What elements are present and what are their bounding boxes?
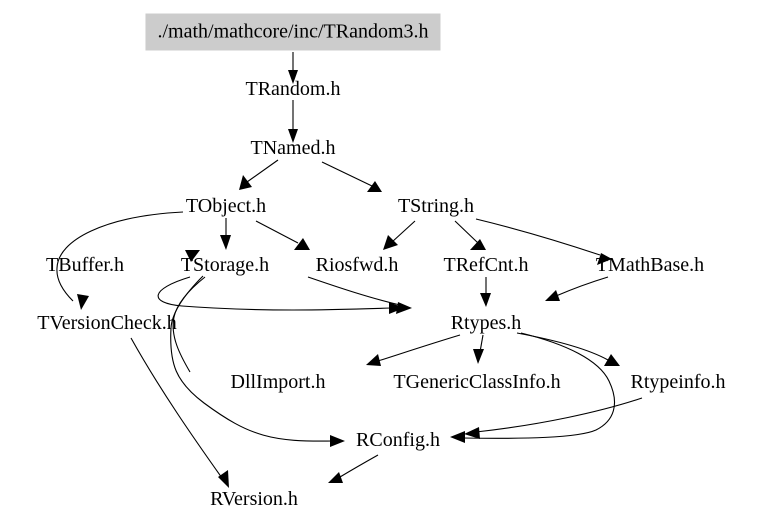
arrowhead-tstorage-to-rtypes bbox=[389, 302, 404, 314]
edge-tstring-to-tmathbase bbox=[475, 218, 601, 256]
graph-node-trandom[interactable]: TRandom.h bbox=[245, 78, 341, 100]
graph-node-tstorage[interactable]: TStorage.h bbox=[180, 254, 270, 276]
edge-tstring-to-trefcnt bbox=[454, 220, 479, 244]
arrowhead-tobject-to-tstorage bbox=[220, 235, 231, 250]
edge-tnamed-to-tstring bbox=[321, 161, 373, 187]
arrowhead-rtypes-to-rconfig bbox=[450, 431, 465, 443]
edge-tobject-to-tversioncheck bbox=[56, 211, 184, 302]
arrowhead-riosfwd-to-rtypes bbox=[396, 302, 412, 314]
arrowhead-tstorage-to-tobject bbox=[185, 250, 200, 262]
arrowhead-tstring-to-riosfwd bbox=[383, 235, 398, 250]
edge-tstring-to-riosfwd bbox=[391, 220, 416, 243]
graph-node-tobject[interactable]: TObject.h bbox=[185, 195, 267, 217]
arrowhead-trandom-to-tnamed bbox=[288, 129, 298, 143]
edge-rtypes-to-rconfig bbox=[461, 332, 616, 439]
graph-node-dllimport[interactable]: DllImport.h bbox=[230, 371, 326, 393]
arrowhead-rconfig-to-rversion bbox=[328, 472, 343, 483]
graph-node-rtypes[interactable]: Rtypes.h bbox=[450, 312, 522, 334]
graph-node-rconfig[interactable]: RConfig.h bbox=[356, 429, 440, 451]
edge-tmathbase-to-rtypes bbox=[555, 276, 609, 297]
graph-node-tbuffer[interactable]: TBuffer.h bbox=[46, 254, 124, 276]
graph-node-tmathbase[interactable]: TMathBase.h bbox=[595, 254, 705, 276]
arrowhead-tnamed-to-tobject bbox=[239, 175, 252, 190]
arrowhead-rtypeinfo-to-rconfig bbox=[464, 427, 480, 439]
edge-rtypeinfo-to-rconfig bbox=[475, 397, 643, 433]
arrowhead-trefcnt-to-rtypes bbox=[480, 293, 491, 307]
graph-node-riosfwd[interactable]: Riosfwd.h bbox=[315, 254, 399, 276]
arrowhead-tobject-to-riosfwd bbox=[294, 238, 310, 250]
edge-tstorage-to-rconfig bbox=[170, 275, 334, 442]
edge-tobject-to-riosfwd bbox=[255, 220, 299, 244]
graph-node-tstring[interactable]: TString.h bbox=[397, 195, 475, 217]
arrowhead-trandom3-to-trandom bbox=[288, 70, 298, 84]
arrowhead-rtypes-to-rtypeinfo bbox=[604, 354, 620, 366]
edge-tstorage-to-tobject bbox=[172, 276, 206, 373]
graph-node-rtypeinfo[interactable]: Rtypeinfo.h bbox=[630, 371, 726, 393]
arrowhead-rtypes-to-tgenericclassinfo bbox=[473, 349, 484, 364]
graph-node-trandom3[interactable]: ./math/mathcore/inc/TRandom3.h bbox=[145, 13, 441, 51]
arrowhead-tmathbase-to-rtypes bbox=[545, 290, 560, 301]
edge-tnamed-to-tobject bbox=[246, 159, 279, 183]
arrowhead-tstring-to-tmathbase bbox=[597, 253, 612, 265]
arrowhead-tnamed-to-tstring bbox=[367, 181, 382, 192]
arrowhead-tversioncheck-to-rversion bbox=[218, 470, 229, 488]
arrowhead-rtypes-to-dllimport bbox=[366, 354, 381, 366]
graph-node-tversioncheck[interactable]: TVersionCheck.h bbox=[37, 312, 177, 334]
edge-rtypes-to-dllimport bbox=[377, 334, 461, 362]
graph-node-rversion[interactable]: RVersion.h bbox=[210, 488, 298, 510]
arrowhead-tstring-to-trefcnt bbox=[470, 239, 486, 250]
edge-tversioncheck-to-rversion bbox=[130, 337, 223, 479]
graph-node-tgenericclassinfo[interactable]: TGenericClassInfo.h bbox=[393, 371, 561, 393]
arrowhead-tstorage-to-rconfig bbox=[330, 435, 345, 447]
graph-node-tnamed[interactable]: TNamed.h bbox=[250, 137, 336, 159]
edge-rconfig-to-rversion bbox=[339, 454, 379, 478]
edge-tstorage-to-rtypes bbox=[157, 276, 393, 311]
graph-node-trefcnt[interactable]: TRefCnt.h bbox=[443, 254, 529, 276]
arrowhead-tobject-to-tversioncheck bbox=[77, 294, 89, 310]
